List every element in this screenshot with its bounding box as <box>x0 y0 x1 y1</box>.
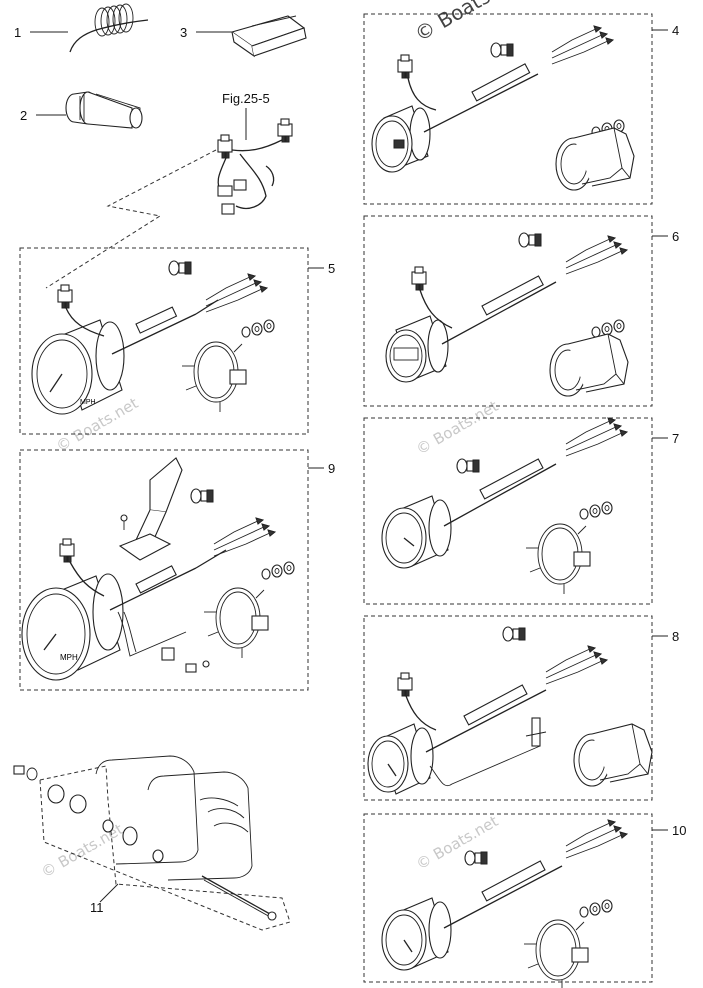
kit-box-6 <box>363 215 653 407</box>
kit-box-7 <box>363 417 653 605</box>
gauge-mph-text: MPH <box>80 399 96 406</box>
callout-8: 8 <box>672 629 679 644</box>
callout-4: 4 <box>672 23 679 38</box>
kit-box-10 <box>363 813 653 983</box>
callout-11: 11 <box>90 900 104 915</box>
gauge-kit-4 <box>371 25 635 191</box>
part-1-wire-coil <box>69 3 149 53</box>
watermark-top: © Boats.n <box>411 0 511 46</box>
callout-1: 1 <box>14 25 21 40</box>
watermark: © Boats.net <box>38 820 126 881</box>
speedometer-pickup-kit: MPH <box>21 457 295 681</box>
kit-box-4 <box>363 13 653 205</box>
leader-line <box>99 883 119 903</box>
kit-box-9 <box>19 449 309 691</box>
harness-route-line <box>45 149 217 289</box>
callout-7: 7 <box>672 431 679 446</box>
callout-3: 3 <box>180 25 187 40</box>
part-11-bracket-assembly <box>13 755 291 931</box>
callout-5: 5 <box>328 261 335 276</box>
part-3-pouch <box>230 15 307 58</box>
kit-box-5 <box>19 247 309 435</box>
watermark: © Boats.net <box>413 812 501 873</box>
callout-9: 9 <box>328 461 335 476</box>
gauge-kit-8 <box>367 626 653 795</box>
callout-10: 10 <box>672 823 686 838</box>
gauge-kit-10 <box>381 819 628 988</box>
callout-6: 6 <box>672 229 679 244</box>
wiring-harness <box>217 118 293 215</box>
figure-reference: Fig.25-5 <box>222 91 270 106</box>
gauge-mph-text: MPH <box>60 653 78 662</box>
gauge-kit-6 <box>385 232 629 397</box>
part-2-grommet <box>65 91 143 129</box>
gauge-kit-7 <box>381 417 628 595</box>
kit-box-8 <box>363 615 653 801</box>
tachometer-gauge-kit: MPH <box>31 260 275 415</box>
callout-2: 2 <box>20 108 27 123</box>
